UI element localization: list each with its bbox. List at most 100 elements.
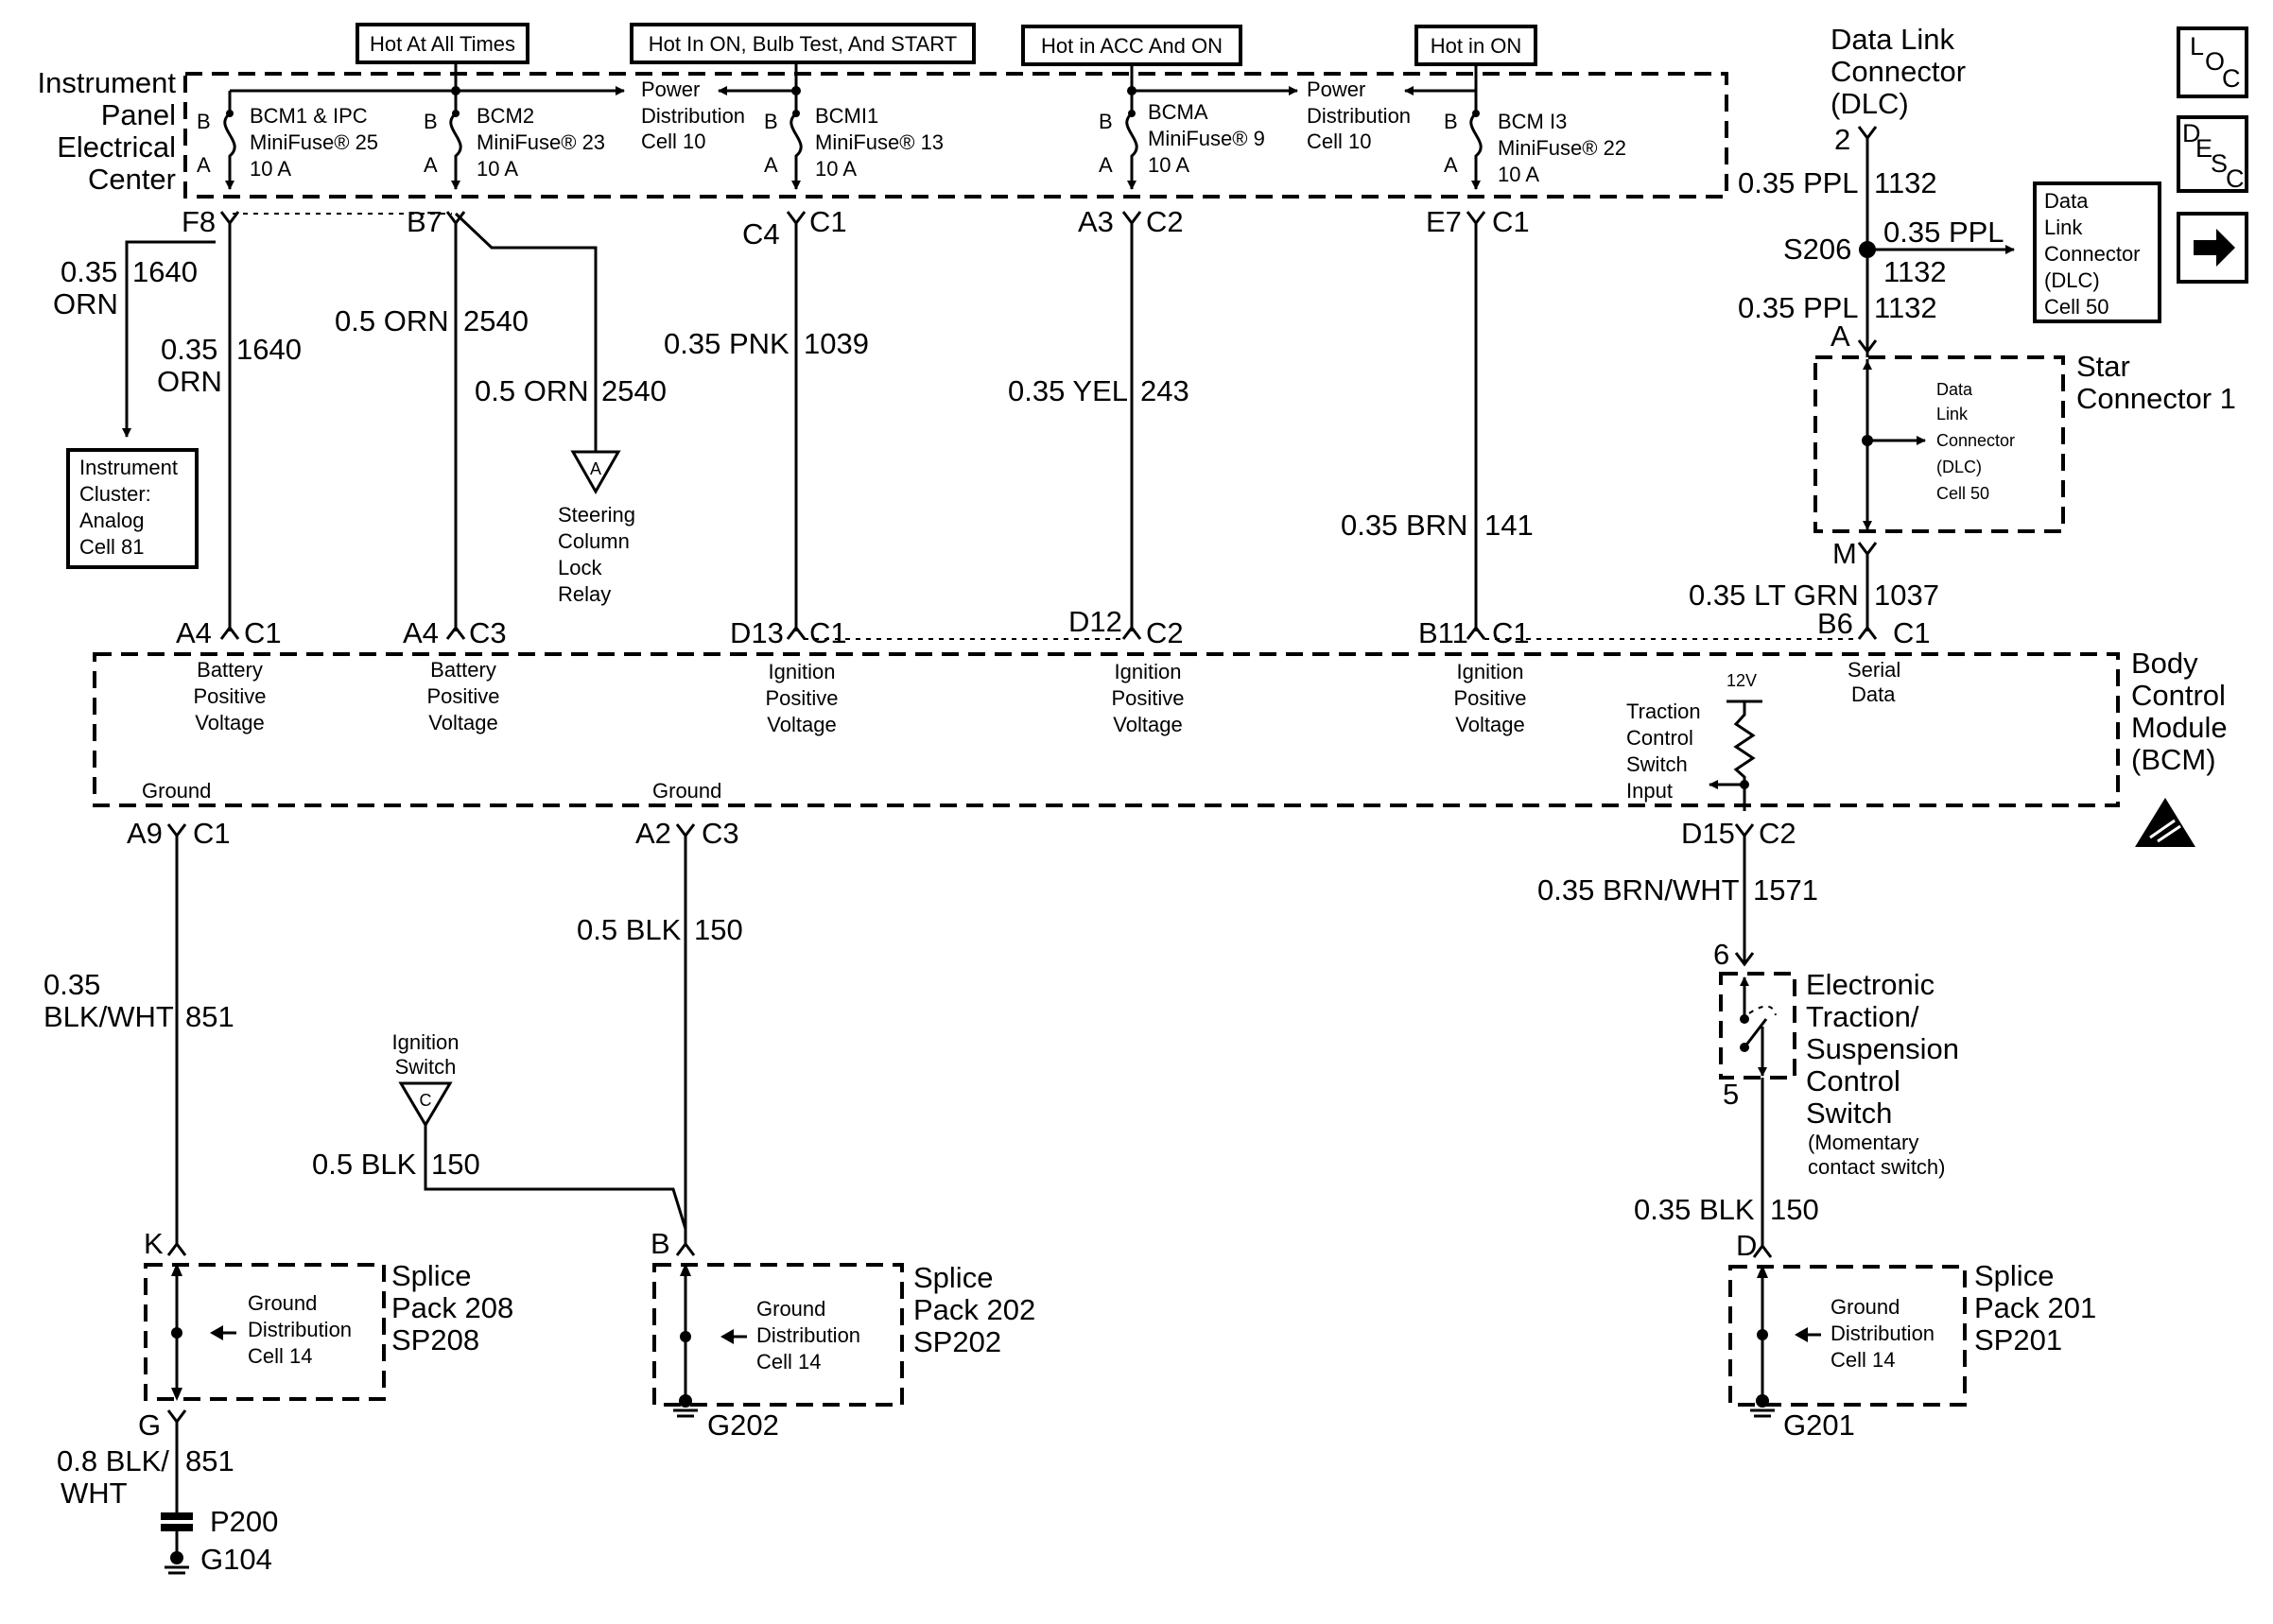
svg-text:Input: Input bbox=[1626, 779, 1673, 803]
connector-c1-fuse3: C1 bbox=[809, 205, 847, 238]
connector-c1-fuse5: C1 bbox=[1492, 205, 1530, 238]
svg-text:Data: Data bbox=[2044, 189, 2089, 213]
desc-button[interactable]: D E S C bbox=[2177, 115, 2248, 193]
wire-wht: WHT bbox=[61, 1477, 128, 1510]
svg-text:Hot in ON: Hot in ON bbox=[1431, 34, 1522, 58]
svg-text:A2: A2 bbox=[635, 817, 671, 850]
fuse-bcm1-ipc: B A BCM1 & IPC MiniFuse® 25 10 A bbox=[197, 104, 378, 190]
loc-button[interactable]: L O C bbox=[2177, 26, 2248, 98]
esd-warning-icon bbox=[2135, 798, 2195, 847]
svg-text:Instrument: Instrument bbox=[38, 66, 177, 99]
circuit-150-c: 150 bbox=[1770, 1193, 1819, 1226]
bcm-pin-labels: Battery Positive Voltage Battery Positiv… bbox=[142, 658, 1900, 803]
svg-text:Pack 202: Pack 202 bbox=[913, 1293, 1035, 1326]
svg-text:Voltage: Voltage bbox=[195, 711, 264, 734]
wire-blkwht: BLK/WHT bbox=[43, 1000, 174, 1033]
electronic-traction-suspension-control-switch[interactable]: Electronic Traction/ Suspension Control … bbox=[1719, 968, 1959, 1179]
circuit-150-b: 150 bbox=[431, 1148, 480, 1181]
svg-text:Battery: Battery bbox=[197, 658, 263, 682]
pin-5: 5 bbox=[1723, 1078, 1739, 1111]
svg-text:Voltage: Voltage bbox=[1113, 713, 1182, 736]
splice-s206: S206 bbox=[1783, 233, 1851, 266]
fuse-bcmi1: B A BCMI1 MiniFuse® 13 10 A bbox=[764, 91, 944, 190]
svg-text:Distribution: Distribution bbox=[1307, 104, 1411, 128]
svg-text:B11: B11 bbox=[1418, 616, 1468, 649]
ground-g104: G104 bbox=[165, 1543, 272, 1576]
svg-text:Switch: Switch bbox=[1806, 1097, 1892, 1130]
wire-05-orn-b: 0.5 ORN bbox=[475, 374, 589, 407]
pin-k: K bbox=[144, 1227, 164, 1260]
svg-text:L: L bbox=[2190, 32, 2204, 60]
svg-text:Cell 14: Cell 14 bbox=[248, 1344, 312, 1368]
svg-text:Hot In ON, Bulb Test, And STAR: Hot In ON, Bulb Test, And START bbox=[649, 32, 957, 56]
svg-text:BCM I3: BCM I3 bbox=[1498, 110, 1567, 133]
instrument-panel-electrical-center: Instrument Panel Electrical Center bbox=[38, 66, 1728, 199]
data-link-connector: Data Link Connector (DLC) 2 bbox=[1831, 23, 1966, 156]
svg-text:Ground: Ground bbox=[652, 779, 721, 803]
svg-text:P200: P200 bbox=[210, 1505, 278, 1538]
svg-text:Positive: Positive bbox=[193, 684, 266, 708]
wire-05-blk-b: 0.5 BLK bbox=[312, 1148, 417, 1181]
svg-text:B6: B6 bbox=[1817, 607, 1853, 640]
circuit-1132-b: 1132 bbox=[1883, 255, 1947, 288]
svg-text:(DLC): (DLC) bbox=[1831, 87, 1909, 120]
wire-035-brn: 0.35 BRN bbox=[1341, 509, 1467, 542]
svg-text:Lock: Lock bbox=[558, 556, 602, 579]
wire-035-blk: 0.35 BLK bbox=[1634, 1193, 1755, 1226]
svg-text:Battery: Battery bbox=[430, 658, 496, 682]
connector-p200: P200 bbox=[161, 1505, 278, 1538]
svg-text:Data: Data bbox=[1851, 682, 1896, 706]
svg-text:Cell 81: Cell 81 bbox=[79, 535, 144, 559]
circuit-1039: 1039 bbox=[804, 327, 869, 360]
svg-text:Voltage: Voltage bbox=[1455, 713, 1524, 736]
svg-text:Voltage: Voltage bbox=[767, 713, 836, 736]
svg-text:B: B bbox=[197, 110, 211, 133]
svg-text:A: A bbox=[1444, 153, 1458, 177]
status-label-hot-in-acc-and-on: Hot in ACC And ON bbox=[1021, 25, 1242, 66]
svg-text:10 A: 10 A bbox=[250, 157, 291, 181]
body-control-module: Body Control Module (BCM) bbox=[93, 647, 2228, 847]
wire-05-blk-a: 0.5 BLK bbox=[577, 913, 682, 946]
svg-text:C1: C1 bbox=[809, 616, 847, 649]
connector-f8: F8 bbox=[182, 205, 216, 238]
svg-text:Suspension: Suspension bbox=[1806, 1032, 1959, 1065]
svg-text:Ground: Ground bbox=[756, 1297, 825, 1321]
fuse-bcm-i3: B A BCM I3 MiniFuse® 22 10 A bbox=[1444, 91, 1626, 190]
svg-text:Ignition: Ignition bbox=[769, 660, 836, 683]
svg-text:Cell 10: Cell 10 bbox=[641, 130, 705, 153]
circuit-1640-b: 1640 bbox=[236, 333, 302, 366]
wire-08-blk: 0.8 BLK/ bbox=[57, 1444, 169, 1477]
svg-text:Cell 50: Cell 50 bbox=[2044, 295, 2108, 319]
status-label-hot-at-all-times: Hot At All Times bbox=[356, 23, 529, 64]
svg-text:SP208: SP208 bbox=[391, 1323, 479, 1356]
svg-text:Control: Control bbox=[1806, 1064, 1900, 1097]
wire-035-blkwht-gauge: 0.35 bbox=[43, 968, 100, 1001]
svg-text:A4: A4 bbox=[176, 616, 212, 649]
svg-text:Analog: Analog bbox=[79, 509, 145, 532]
svg-text:Splice: Splice bbox=[913, 1261, 993, 1294]
svg-text:C1: C1 bbox=[244, 616, 282, 649]
wire-color-orn-a: ORN bbox=[53, 287, 118, 320]
circuit-1132-c: 1132 bbox=[1874, 291, 1937, 324]
svg-text:10 A: 10 A bbox=[477, 157, 518, 181]
svg-text:Module: Module bbox=[2131, 711, 2228, 744]
svg-text:Column: Column bbox=[558, 529, 630, 553]
svg-text:10 A: 10 A bbox=[815, 157, 857, 181]
svg-text:Switch: Switch bbox=[395, 1055, 457, 1079]
svg-text:2: 2 bbox=[1834, 123, 1850, 156]
svg-text:C: C bbox=[420, 1091, 432, 1110]
svg-text:(DLC): (DLC) bbox=[2044, 268, 2100, 292]
svg-text:(DLC): (DLC) bbox=[1936, 458, 1982, 476]
instrument-cluster-ref: Instrument Cluster: Analog Cell 81 bbox=[66, 448, 199, 569]
svg-text:C2: C2 bbox=[1146, 616, 1184, 649]
svg-text:MiniFuse® 23: MiniFuse® 23 bbox=[477, 130, 605, 154]
next-arrow-button[interactable] bbox=[2177, 212, 2248, 284]
circuit-141: 141 bbox=[1484, 509, 1534, 542]
svg-text:Panel: Panel bbox=[101, 98, 176, 131]
pin-d: D bbox=[1736, 1229, 1757, 1262]
svg-text:D13: D13 bbox=[730, 616, 784, 649]
bcm-top-connectors: A4 C1 A4 C3 D13 C1 D12 C2 B11 C1 B6 C1 bbox=[176, 605, 1931, 649]
svg-text:Ground: Ground bbox=[248, 1291, 317, 1315]
svg-text:Positive: Positive bbox=[1111, 686, 1184, 710]
svg-text:C3: C3 bbox=[702, 817, 739, 850]
